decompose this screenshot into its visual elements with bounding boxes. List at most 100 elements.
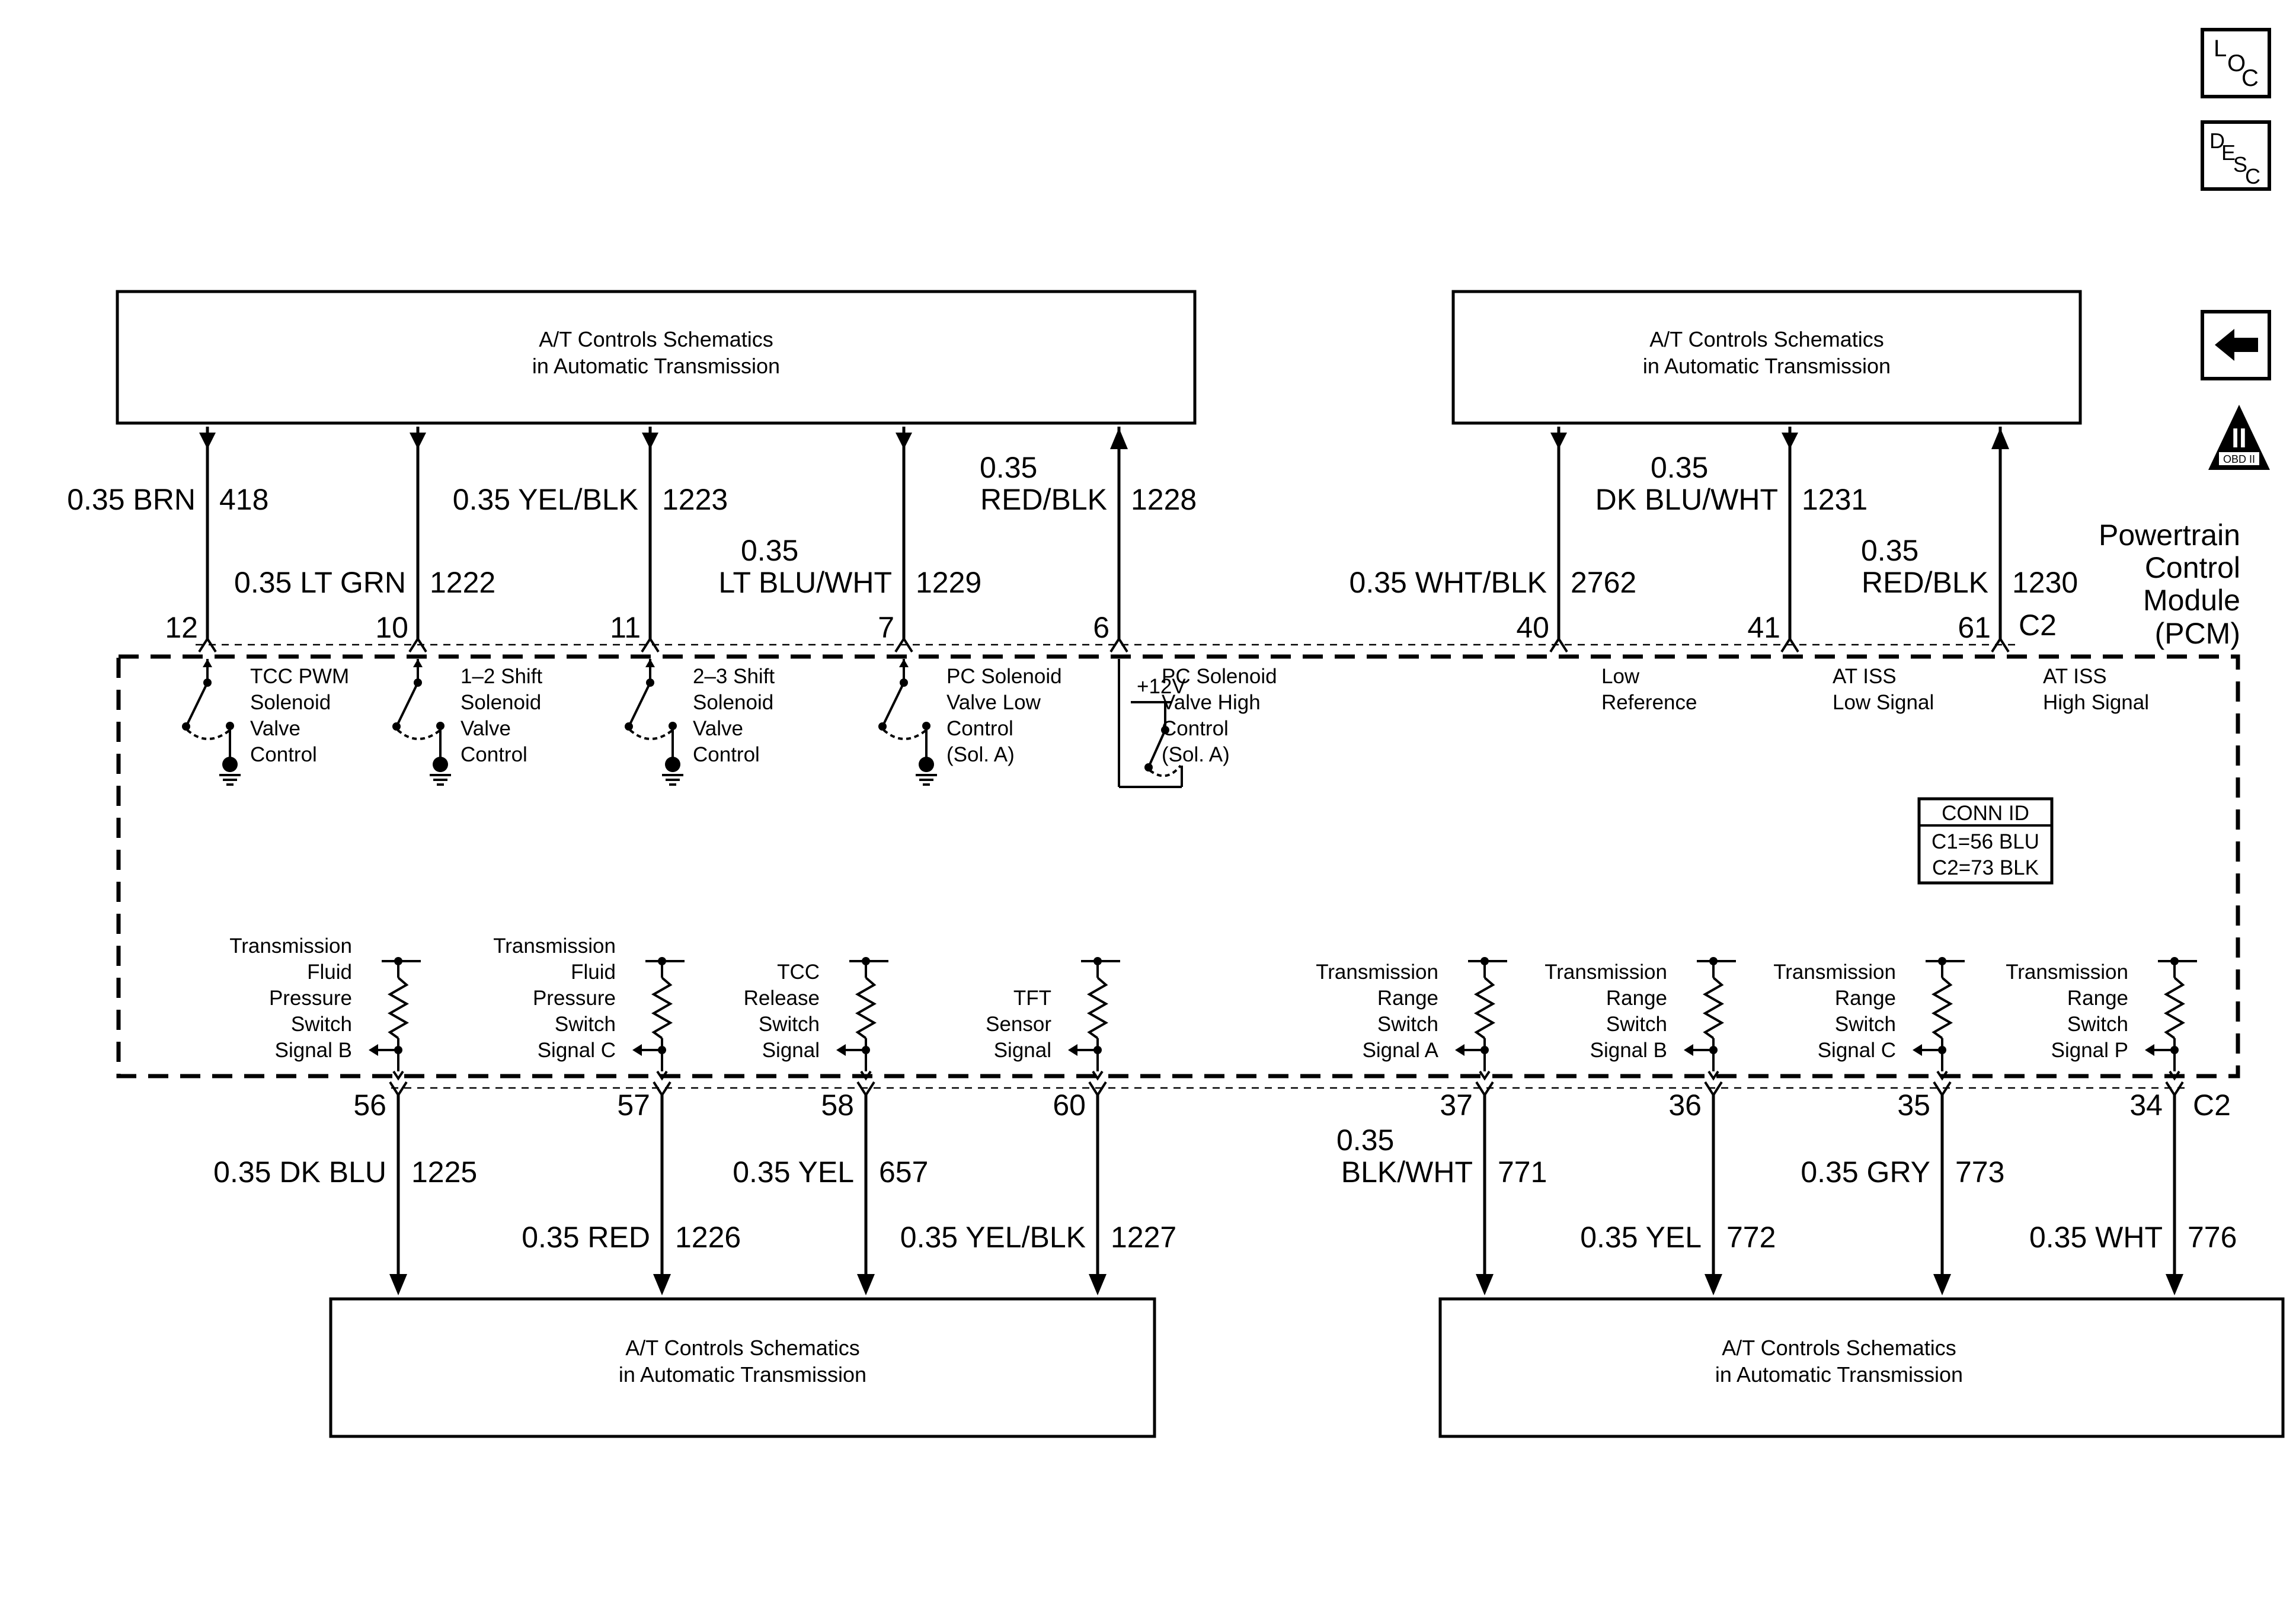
pin-number: 60 [1053, 1089, 1086, 1122]
top-right-component-box[interactable]: A/T Controls Schematics in Automatic Tra… [1451, 290, 2082, 425]
pin-description: Release [744, 987, 820, 1010]
pin-description: Solenoid [693, 691, 773, 714]
pin-number: 37 [1440, 1089, 1473, 1122]
connector-terminal-icon [1549, 636, 1568, 653]
wire-color-label: 0.35 WHT/BLK [1350, 566, 1547, 599]
circuit-number: 2762 [1571, 566, 1636, 599]
pin-description: TFT [1013, 987, 1051, 1010]
pin-description: 1–2 Shift [461, 665, 542, 688]
pin-description: Signal B [275, 1039, 352, 1062]
wire-color-label: 0.35 GRY [1801, 1156, 1930, 1189]
circuit-number: 1231 [1802, 483, 1868, 516]
pin-description: PC Solenoid [1162, 665, 1277, 688]
pin-description: Transmission [229, 934, 352, 958]
pin-description: PC Solenoid [946, 665, 1062, 688]
pin-number: 34 [2129, 1089, 2163, 1122]
pin-description: 2–3 Shift [693, 665, 775, 688]
connector-terminal-icon [1704, 1081, 1723, 1097]
pin-number: 61 [1958, 611, 1991, 644]
svg-text:C2=73 BLK: C2=73 BLK [1932, 856, 2039, 879]
circuit-number: 771 [1498, 1156, 1547, 1189]
obd-ii-icon[interactable]: II OBD II [2208, 405, 2270, 470]
bottom-left-component-box[interactable]: A/T Controls Schematics in Automatic Tra… [329, 1297, 1156, 1438]
box-title: A/T Controls Schematics [1722, 1336, 1956, 1360]
pin-description: Control [461, 743, 527, 766]
resistor-icon [1702, 977, 1725, 1039]
switch-contact [625, 722, 633, 731]
circuit-number: 773 [1955, 1156, 2004, 1189]
svg-text:OBD II: OBD II [2223, 453, 2255, 465]
loc-icon[interactable]: L O C [2201, 28, 2271, 98]
arrow-down-icon [896, 433, 912, 449]
arrow-down-icon [860, 1070, 872, 1081]
pcm-boundary [116, 654, 2240, 1078]
reference-node [862, 957, 870, 965]
wire-color-label: 0.35 YEL/BLK [453, 483, 638, 516]
ground-node [222, 757, 238, 772]
connector-terminal-icon [1109, 636, 1128, 653]
wire-color-label: 0.35 RED [522, 1221, 650, 1254]
pin-description: TCC PWM [250, 665, 349, 688]
pin-number: 40 [1516, 611, 1549, 644]
bottom-right-component-box[interactable]: A/T Controls Schematics in Automatic Tra… [1438, 1297, 2285, 1438]
svg-text:(PCM): (PCM) [2155, 617, 2240, 650]
arrow-down-icon [392, 1070, 404, 1081]
connector-terminal-icon [1780, 636, 1799, 653]
switch-contact [392, 722, 401, 731]
desc-icon[interactable]: D E S C [2201, 120, 2271, 191]
box-subtitle: in Automatic Transmission [619, 1362, 866, 1387]
pin-description: Switch [555, 1013, 616, 1036]
box-subtitle: in Automatic Transmission [1715, 1362, 1963, 1387]
pin-description: Signal C [1818, 1039, 1896, 1062]
reference-node [658, 957, 666, 965]
pin-description: Pressure [269, 987, 352, 1010]
resistor-icon [1086, 977, 1109, 1039]
pin-description: Control [250, 743, 317, 766]
connector-terminal-icon [1991, 636, 2010, 653]
switch-blade [396, 682, 419, 725]
svg-text:II: II [2231, 422, 2247, 453]
circuit-number: 1230 [2012, 566, 2078, 599]
circuit-number: 1225 [411, 1156, 477, 1189]
pin-description: Signal P [2051, 1039, 2128, 1062]
arrow-down-icon [1479, 1070, 1491, 1081]
connector-terminal-icon [1475, 1081, 1494, 1097]
arrow-down-icon [1782, 433, 1798, 449]
svg-text:S: S [2233, 152, 2247, 177]
wire-color-label: BLK/WHT [1341, 1156, 1473, 1189]
pin-description: (Sol. A) [1162, 743, 1230, 766]
arrow-up-icon [1991, 428, 2009, 449]
arrow-up-icon [899, 659, 909, 667]
pin-number: 6 [1093, 611, 1109, 644]
pin-description: Valve [693, 717, 743, 740]
resistor-icon [855, 977, 877, 1039]
top-left-component-box[interactable]: A/T Controls Schematics in Automatic Tra… [116, 290, 1197, 425]
arrow-down-icon [1550, 433, 1567, 449]
pin-description: Range [1377, 987, 1438, 1010]
circuit-number: 1228 [1131, 483, 1197, 516]
pin-description: Signal [994, 1039, 1051, 1062]
arrow-down-icon [2169, 1070, 2180, 1081]
pin-description: Range [2067, 987, 2128, 1010]
arrow-left-icon [2145, 1044, 2154, 1056]
wire-gauge-label: 0.35 [1336, 1124, 1394, 1157]
circuit-number: 1223 [662, 483, 728, 516]
pin-description: Switch [1835, 1013, 1896, 1036]
pin-description: Range [1606, 987, 1667, 1010]
wire-color-label: 0.35 DK BLU [213, 1156, 386, 1189]
circuit-number: 1229 [916, 566, 981, 599]
arrow-left-icon[interactable] [2201, 310, 2271, 380]
arrow-down-icon [857, 1274, 875, 1295]
switch-contact [1144, 763, 1153, 772]
arrow-down-icon [1476, 1274, 1494, 1295]
reference-node [1938, 957, 1946, 965]
reference-node [1709, 957, 1718, 965]
supply-voltage-label: +12V [1137, 675, 1186, 698]
svg-text:C: C [2245, 164, 2260, 188]
pin-description: AT ISS [1833, 665, 1897, 688]
